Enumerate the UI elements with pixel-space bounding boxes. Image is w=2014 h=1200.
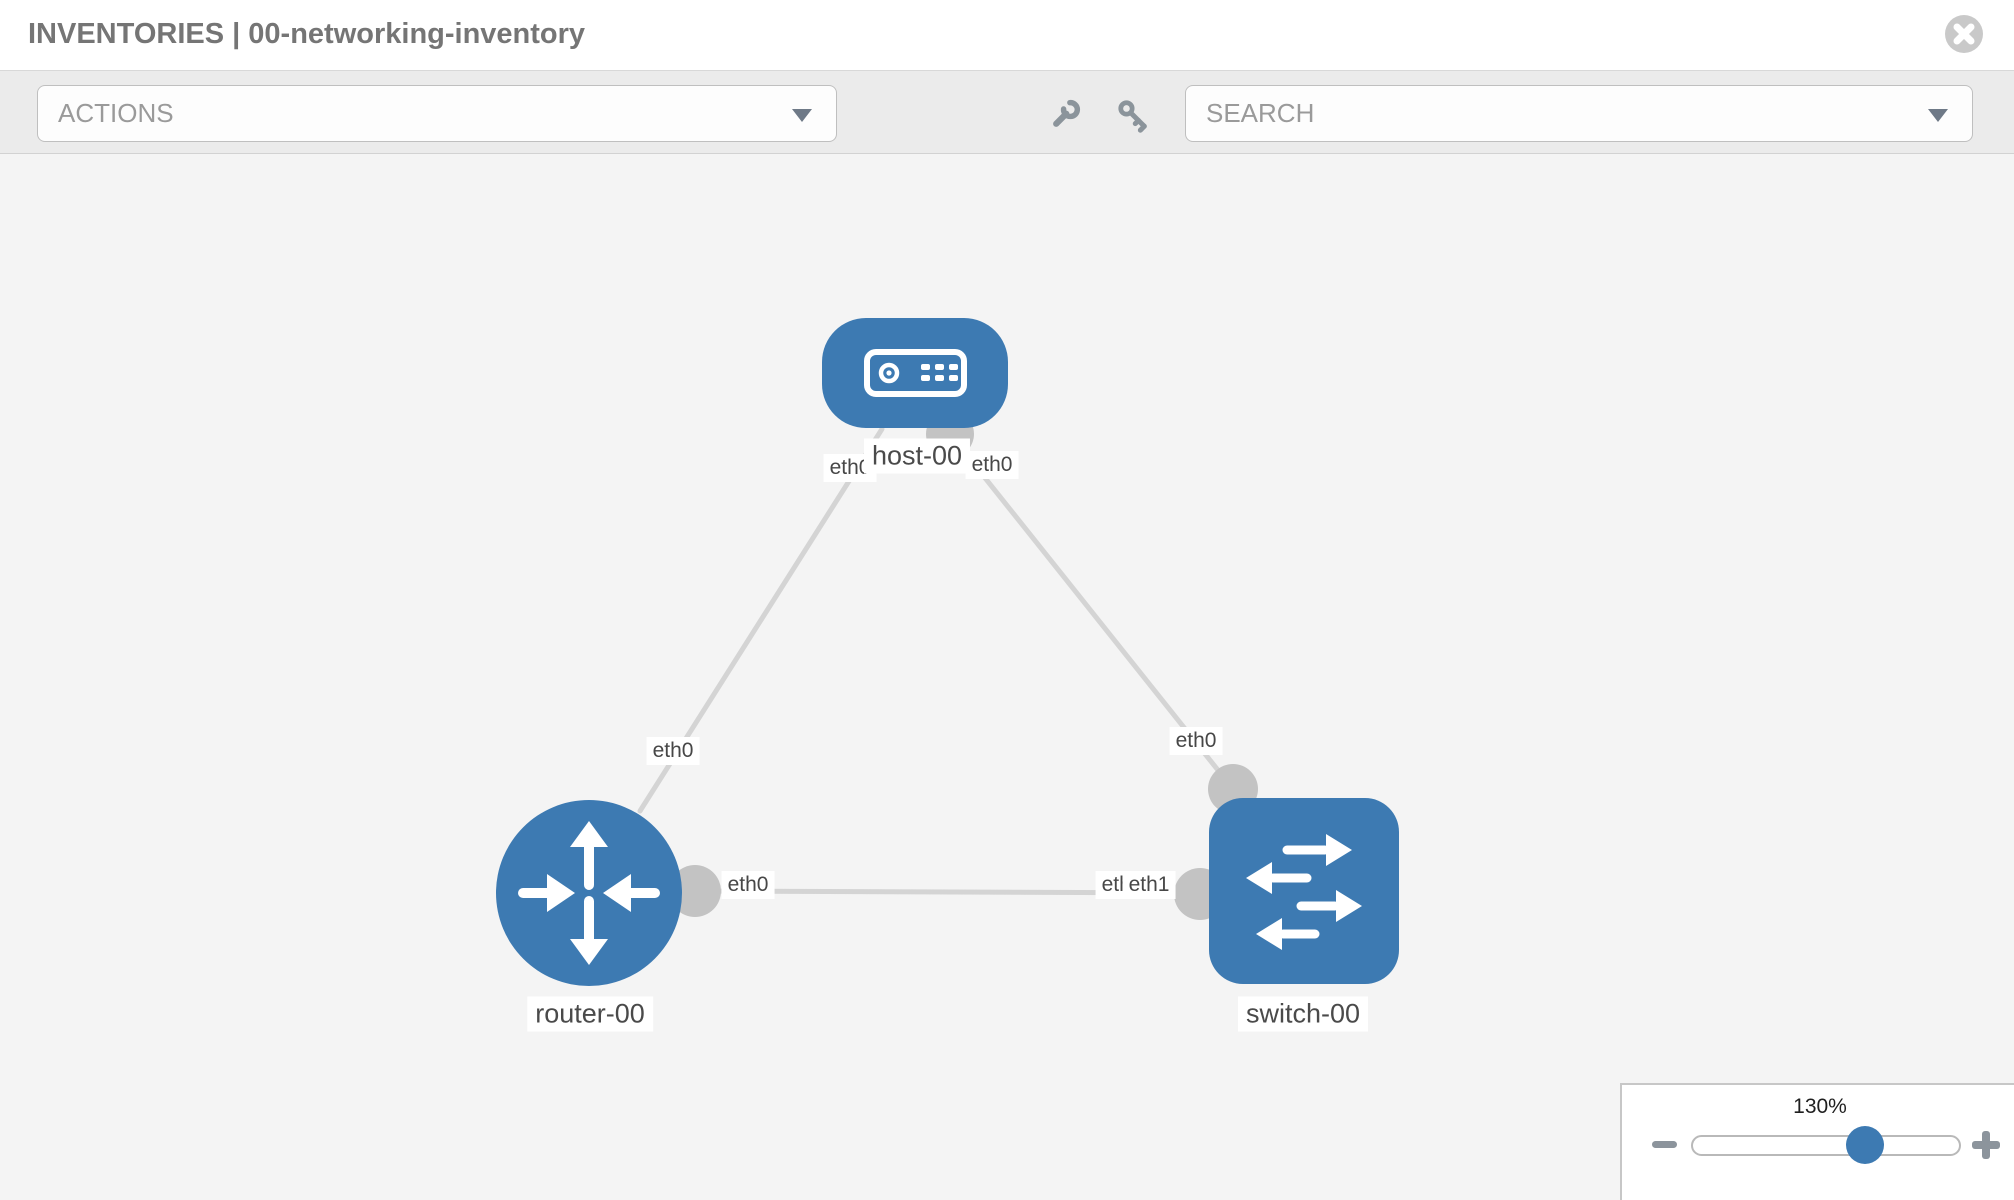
zoom-panel: 130% xyxy=(1620,1083,2014,1200)
key-management-button[interactable] xyxy=(1046,96,1084,134)
close-button[interactable] xyxy=(1942,12,1986,56)
node-label-host: host-00 xyxy=(863,438,971,474)
node-router-00[interactable] xyxy=(496,800,682,986)
topology-canvas[interactable]: host-00 router-00 switch-00 eth0 eth0 et… xyxy=(0,155,2014,1200)
wrench-icon xyxy=(1053,99,1081,127)
search-select[interactable]: SEARCH xyxy=(1185,85,1973,142)
interface-label: eth0 xyxy=(1169,727,1223,755)
search-select-label: SEARCH xyxy=(1206,98,1315,128)
minus-icon[interactable] xyxy=(1652,1141,1677,1148)
toolbar: ACTIONS SEARCH xyxy=(0,71,2014,154)
node-label-router: router-00 xyxy=(527,996,653,1032)
page-title: INVENTORIES | 00-networking-inventory xyxy=(28,18,586,50)
chevron-down-icon xyxy=(1928,109,1948,122)
actions-select[interactable]: ACTIONS xyxy=(37,85,837,142)
plus-icon[interactable] xyxy=(1972,1131,2000,1159)
chevron-down-icon xyxy=(792,109,812,122)
node-switch-00[interactable] xyxy=(1209,798,1399,984)
zoom-slider[interactable] xyxy=(1691,1135,1961,1156)
router-icon xyxy=(518,821,660,965)
switch-icon xyxy=(1246,834,1362,950)
interface-label: eth1 xyxy=(1122,871,1176,899)
interface-label: eth0 xyxy=(646,737,700,765)
host-icon xyxy=(864,349,967,397)
node-label-switch: switch-00 xyxy=(1237,996,1369,1032)
interface-label: eth0 xyxy=(721,871,775,899)
node-host-00[interactable] xyxy=(822,318,1008,428)
interface-label: eth0 xyxy=(823,454,877,482)
circle-x-icon xyxy=(1945,15,1983,53)
header: INVENTORIES | 00-networking-inventory xyxy=(0,0,2014,71)
key-icon xyxy=(1118,100,1147,133)
zoom-slider-thumb[interactable] xyxy=(1846,1126,1884,1164)
credentials-button[interactable] xyxy=(1114,96,1152,134)
actions-select-label: ACTIONS xyxy=(58,98,174,128)
zoom-level-label: 130% xyxy=(1793,1095,1847,1118)
interface-connector xyxy=(669,865,721,917)
interface-label: eth0 xyxy=(965,451,1019,479)
